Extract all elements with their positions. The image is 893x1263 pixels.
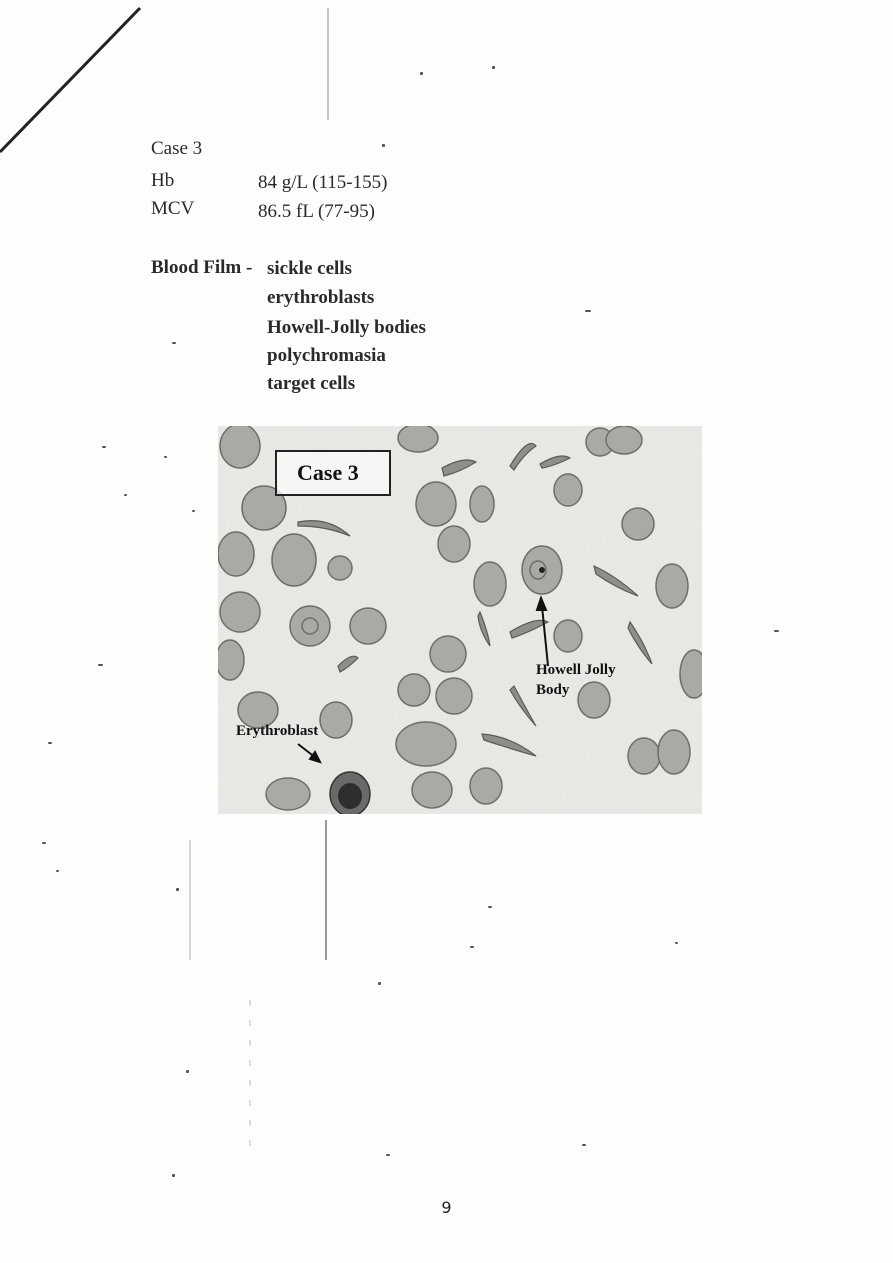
scan-speck: [186, 1070, 189, 1073]
scan-speck: [382, 144, 385, 147]
scan-speck: [124, 494, 127, 496]
scan-speck: [172, 342, 176, 344]
scan-speck: [102, 446, 106, 448]
scan-speck: [48, 742, 52, 744]
scan-speck: [176, 888, 179, 891]
lab-name-hb: Hb: [151, 170, 175, 191]
erythroblast-label: Erythroblast: [236, 723, 319, 739]
blood-film-label: Blood Film -: [151, 257, 253, 278]
finding-item: target cells: [267, 373, 356, 394]
scan-speck: [192, 510, 195, 512]
howell-jolly-label-line1: Howell Jolly: [536, 662, 616, 678]
finding-item: Howell-Jolly bodies: [267, 317, 426, 338]
finding-item: polychromasia: [267, 345, 386, 366]
finding-item: erythroblasts: [267, 287, 375, 308]
scan-speck: [42, 842, 46, 844]
scan-speck: [582, 1144, 586, 1146]
scan-speck: [56, 870, 59, 872]
howell-jolly-label-line2: Body: [536, 682, 570, 698]
scan-speck: [420, 72, 423, 75]
scan-speck: [98, 664, 103, 666]
scan-speck: [488, 906, 492, 908]
micrograph-title: Case 3: [275, 450, 391, 496]
scan-speck: [386, 1154, 390, 1156]
finding-item: sickle cells: [267, 258, 352, 279]
scan-speck: [585, 310, 591, 312]
lab-value-hb: 84 g/L (115-155): [258, 172, 388, 193]
scan-speck: [675, 942, 678, 944]
scan-speck: [378, 982, 381, 985]
lab-value-mcv: 86.5 fL (77-95): [258, 201, 375, 222]
scan-speck: [164, 456, 167, 458]
blood-film-micrograph: Case 3 Erythroblast Howell Jolly Body: [218, 426, 702, 814]
scan-speck: [774, 630, 779, 632]
case-title: Case 3: [151, 138, 203, 159]
lab-name-mcv: MCV: [151, 198, 195, 219]
page-number: 9: [441, 1198, 452, 1217]
scan-speck: [172, 1174, 175, 1177]
scan-speck: [492, 66, 495, 69]
scan-speck: [470, 946, 474, 948]
